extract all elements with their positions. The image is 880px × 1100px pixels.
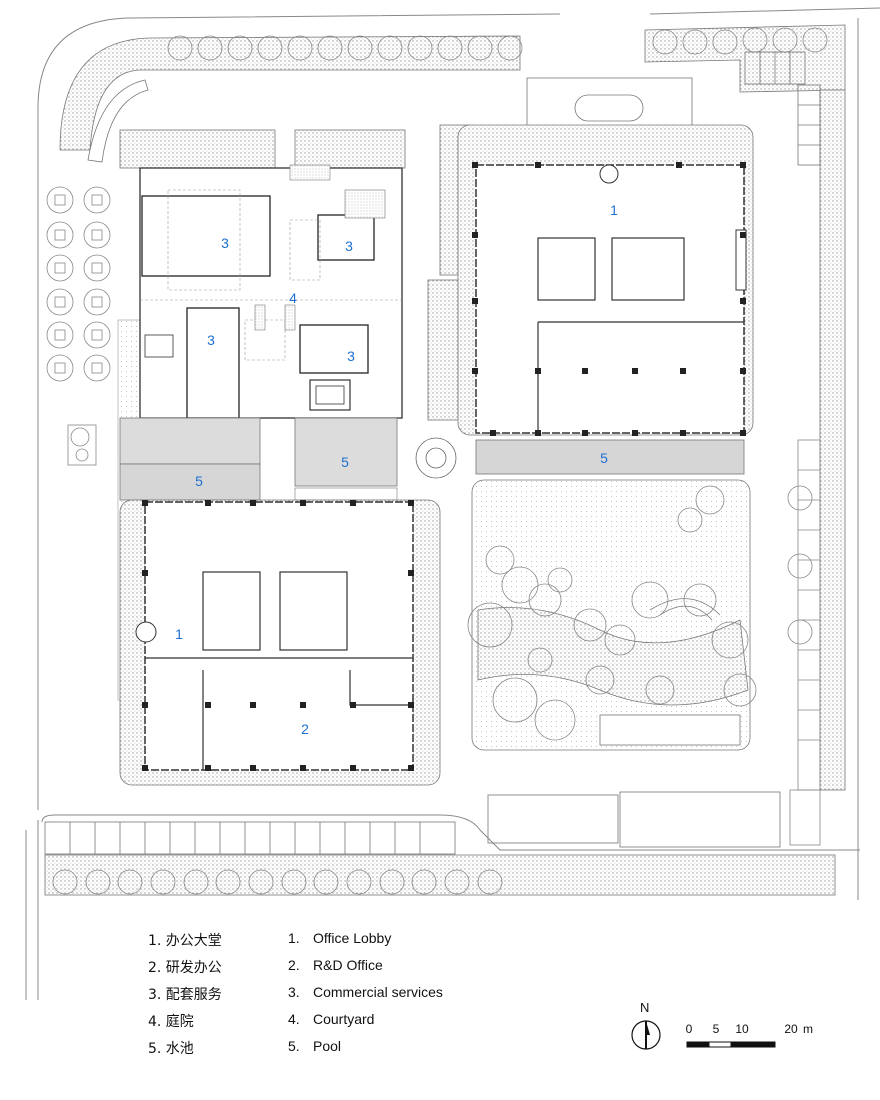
legend-en: Courtyard [313,1011,375,1027]
zone-label-commercial-c: 3 [207,332,215,348]
legend-en: Office Lobby [313,930,392,946]
tower-bottom-left [119,499,441,786]
zone-label-office-lobby-a: 1 [610,202,618,218]
zone-label-office-lobby-b: 1 [175,626,183,642]
zone-label-pool-b: 5 [341,454,349,470]
scale-bar-graphic [686,1041,776,1048]
legend-num: 1. [288,930,300,946]
zone-label-pool-c: 5 [600,450,608,466]
legend-cn: 4. 庭院 [148,1014,194,1030]
legend-num: 4. [288,1011,300,1027]
bottom-tree-row [52,869,503,895]
top-tree-row [167,27,828,61]
zone-label-commercial-a: 3 [221,235,229,251]
left-tree-grid [46,186,111,466]
legend-cn: 2. 研发办公 [148,960,222,976]
zone-label-commercial-b: 3 [345,238,353,254]
garden [467,479,757,751]
north-arrow-graphic [631,1020,661,1050]
scale-unit: m [803,1022,813,1036]
bottom-planting-band [44,854,836,896]
tower-top-right [457,77,754,436]
legend-en: Commercial services [313,984,443,1000]
zone-label-pool-a: 5 [195,473,203,489]
legend-num: 5. [288,1038,300,1054]
legend-en: Pool [313,1038,342,1054]
courtyard-complex [119,124,471,421]
legend-num: 2. [288,957,300,973]
scale-tick-5: 5 [712,1022,720,1036]
zone-label-rd-office: 2 [301,721,309,737]
legend-num: 3. [288,984,300,1000]
zone-label-commercial-d: 3 [347,348,355,364]
right-tree-column [787,439,821,846]
site-boundary [25,7,880,1000]
zone-label-courtyard: 4 [289,290,297,306]
legend-cn: 1. 办公大堂 [148,933,222,949]
legend-en: R&D Office [313,957,383,973]
scale-tick-20: 20 [784,1022,798,1036]
top-parking [744,51,821,166]
scale-tick-0: 0 [685,1022,693,1036]
bottom-parking [44,791,781,855]
north-arrow-label: N [640,1000,650,1015]
scale-tick-10: 10 [735,1022,749,1036]
legend-cn: 3. 配套服务 [148,987,222,1003]
legend-cn: 5. 水池 [148,1041,194,1057]
pools [119,417,745,501]
